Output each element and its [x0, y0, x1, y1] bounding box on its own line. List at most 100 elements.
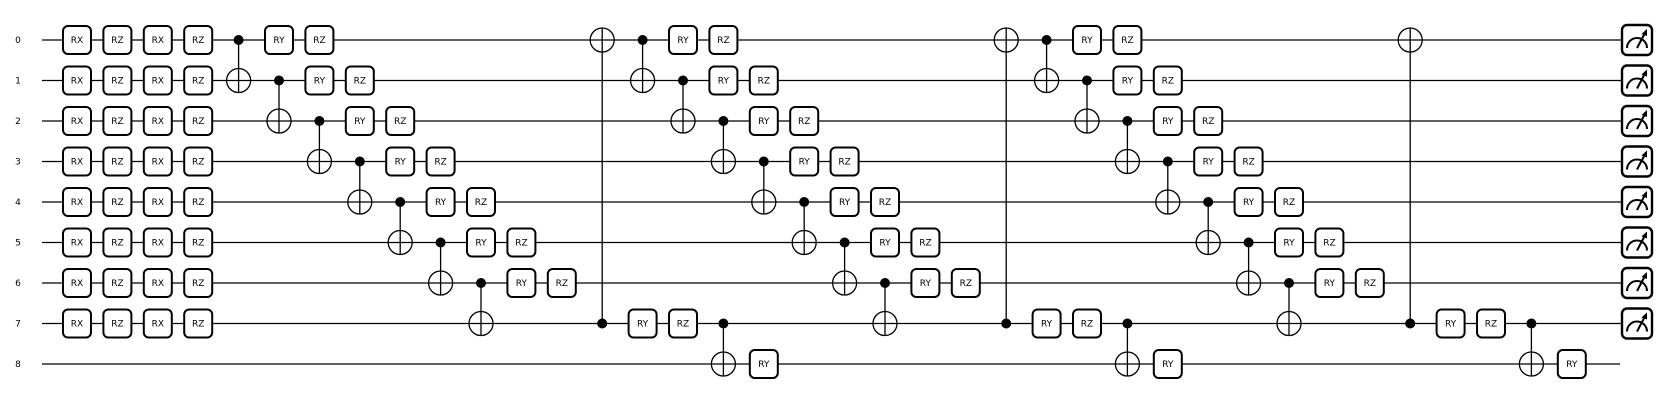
gate-ry: RY	[708, 65, 739, 96]
gate-rz: RZ	[183, 146, 214, 177]
gate-rz: RZ	[183, 25, 214, 55]
gate-label: RZ	[354, 77, 366, 87]
cnot-target-icon	[589, 27, 615, 53]
gate-box	[183, 268, 214, 298]
gate-label: RZ	[111, 198, 123, 208]
gate-ry: RY	[829, 187, 860, 217]
gate-rz: RZ	[183, 187, 214, 217]
gate-box	[1233, 146, 1264, 177]
cnot-control-dot	[435, 237, 446, 248]
gate-rx: RX	[62, 25, 92, 55]
gate-ry: RY	[506, 268, 537, 298]
cnot-control-dot	[758, 156, 769, 167]
gate-label: RX	[152, 320, 164, 330]
gate-label: RY	[718, 77, 730, 87]
gate-box	[1435, 308, 1466, 339]
gate-rz: RZ	[344, 65, 375, 96]
gate-ry: RY	[627, 308, 658, 339]
gate-label: RZ	[475, 198, 487, 208]
gate-box	[183, 227, 214, 258]
gate-label: RY	[920, 279, 932, 289]
gate-label: RZ	[1081, 320, 1093, 330]
gate-label: RY	[1445, 320, 1457, 330]
gate-rx: RX	[142, 227, 173, 258]
gate-ry: RY	[304, 65, 335, 96]
gate-box	[910, 268, 941, 298]
gate-box	[950, 268, 981, 298]
gate-label: RY	[1162, 360, 1174, 370]
gate-box	[304, 25, 335, 55]
cnot-target-icon	[1114, 351, 1141, 377]
gate-label: RZ	[192, 36, 204, 46]
gate-box	[870, 227, 900, 258]
cnot-control-dot	[314, 116, 325, 126]
cnot-control-dot	[678, 75, 688, 86]
cnot-target-icon	[387, 229, 413, 256]
gate-label: RY	[435, 198, 447, 208]
gate-box	[142, 65, 173, 96]
gate-label: RX	[152, 198, 164, 208]
gate-ry: RY	[344, 106, 375, 136]
gate-box	[62, 106, 92, 136]
cnot-control-dot	[1405, 318, 1416, 329]
gate-label: RZ	[394, 117, 406, 127]
gate-box	[142, 187, 173, 217]
qubit-label-2: 2	[15, 117, 21, 127]
gate-label: RZ	[313, 36, 325, 46]
gate-rz: RZ	[102, 65, 133, 96]
cnot-control-dot	[597, 318, 608, 329]
gate-rz: RZ	[102, 146, 133, 177]
gate-box	[142, 308, 173, 339]
gate-box	[102, 187, 133, 217]
gate-label: RZ	[192, 158, 204, 168]
gate-label: RX	[71, 77, 83, 87]
gate-rx: RX	[62, 106, 92, 136]
gate-rz: RZ	[102, 187, 133, 217]
gate-box	[62, 146, 92, 177]
cnot-control-dot	[1001, 318, 1012, 329]
cnot-target-icon	[791, 229, 817, 256]
gate-box	[708, 25, 739, 55]
gate-box	[870, 187, 900, 217]
qubit-label-0: 0	[15, 36, 21, 46]
gate-label: RZ	[515, 239, 527, 249]
gate-label: RZ	[1202, 117, 1214, 127]
gate-box	[425, 146, 456, 177]
cnot-target-icon	[670, 108, 696, 134]
gate-rx: RX	[142, 106, 173, 136]
gate-label: RY	[1324, 279, 1336, 289]
gate-rz: RZ	[950, 268, 981, 298]
gate-box	[1072, 308, 1102, 339]
gate-box	[1112, 25, 1143, 55]
cnot-target-icon	[306, 148, 333, 175]
gate-label: RZ	[111, 158, 123, 168]
gate-box	[748, 65, 779, 96]
gate-rz: RZ	[466, 187, 496, 217]
gate-label: RY	[1203, 158, 1215, 168]
cnot-target-icon	[710, 148, 737, 175]
gate-label: RY	[758, 360, 770, 370]
gate-label: RZ	[1485, 320, 1497, 330]
gate-box	[183, 25, 214, 55]
gate-rx: RX	[142, 268, 173, 298]
gate-box	[102, 146, 133, 177]
gate-rz: RZ	[425, 146, 456, 177]
gate-label: RY	[1122, 77, 1134, 87]
cnot-target-icon	[1074, 108, 1100, 134]
cnot-control-dot	[1284, 278, 1294, 288]
cnot-target-icon	[1235, 270, 1262, 296]
cnot-control-dot	[1526, 318, 1537, 329]
gate-label: RY	[395, 158, 407, 168]
cnot-control-dot	[1082, 75, 1092, 86]
gate-label: RY	[637, 320, 649, 330]
gate-rx: RX	[142, 146, 173, 177]
gate-ry: RY	[668, 25, 698, 55]
gate-rx: RX	[62, 146, 92, 177]
gate-ry: RY	[1556, 349, 1587, 379]
gate-rz: RZ	[910, 227, 941, 258]
gate-rz: RZ	[708, 25, 739, 55]
gate-ry: RY	[1152, 106, 1183, 136]
gate-rz: RZ	[183, 268, 214, 298]
gate-label: RZ	[434, 158, 446, 168]
